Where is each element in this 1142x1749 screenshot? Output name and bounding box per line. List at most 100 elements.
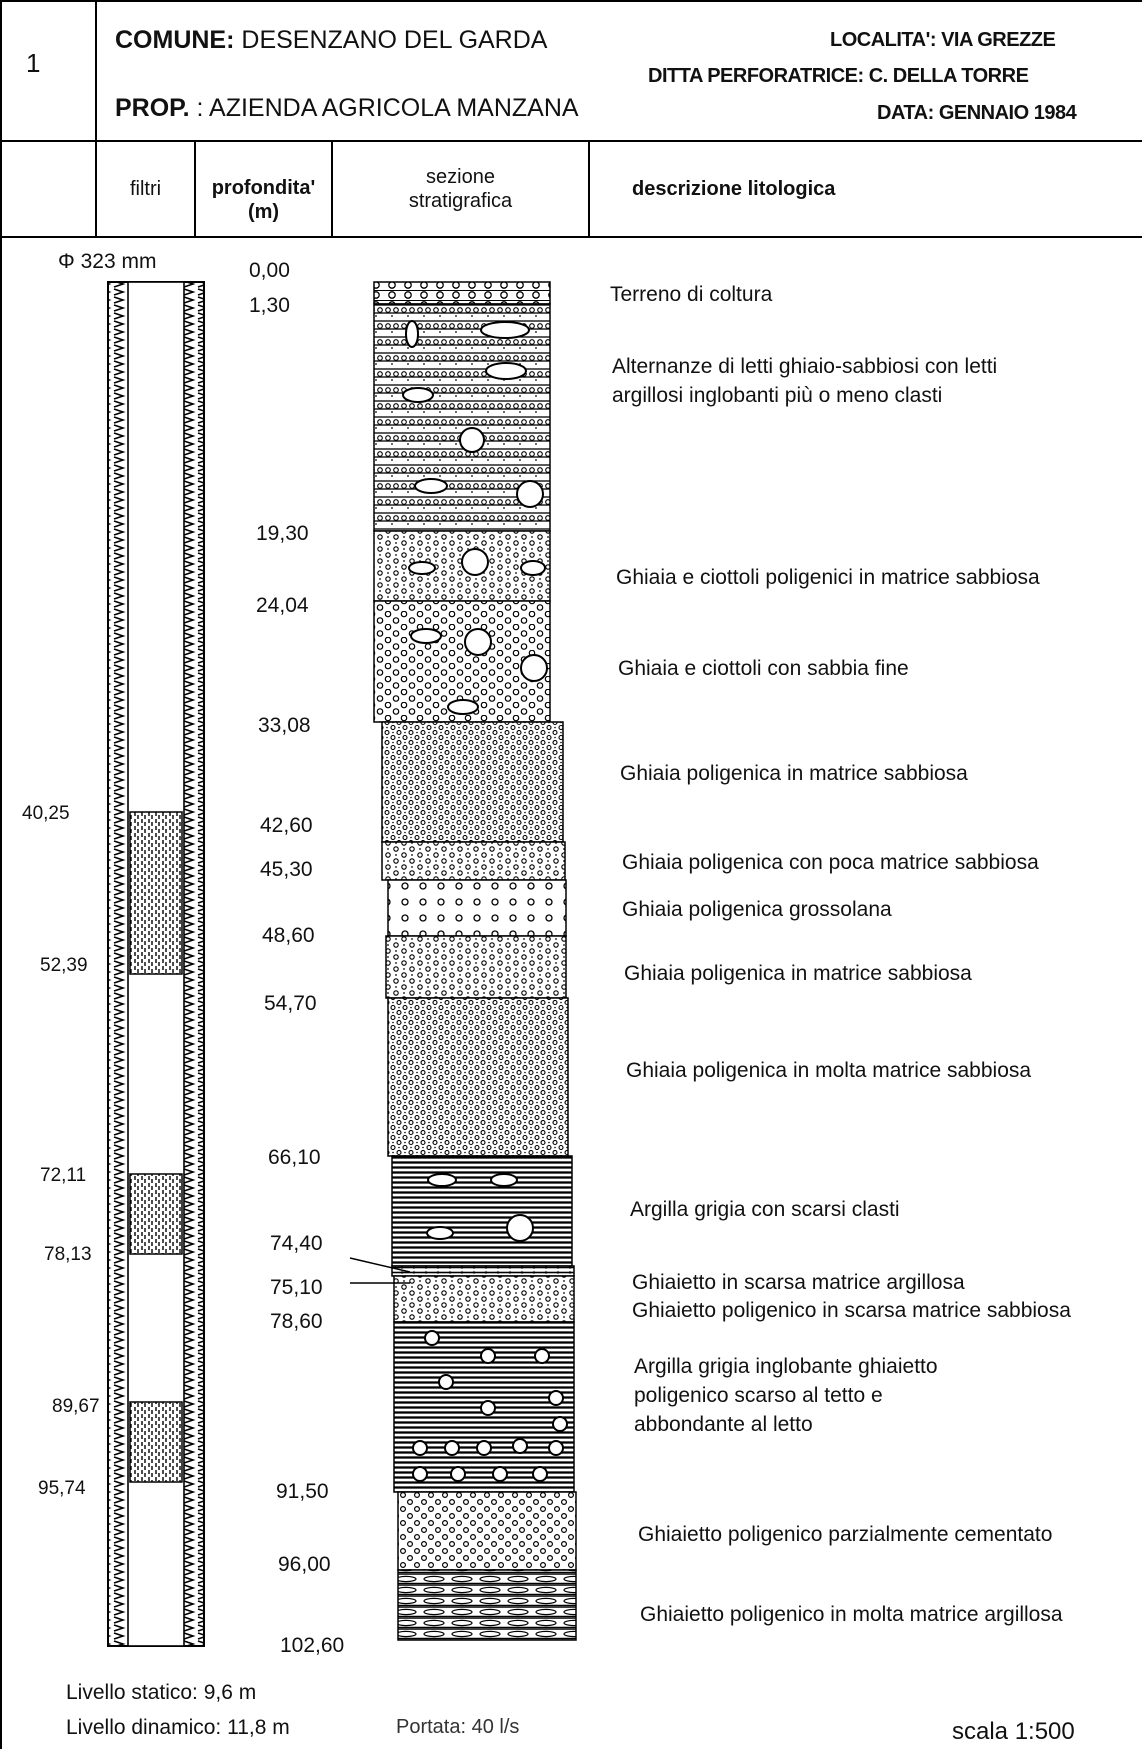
well-casing xyxy=(107,281,205,1647)
comune-line: COMUNE: DESENZANO DEL GARDA xyxy=(115,26,547,55)
layer-description: Ghiaietto poligenico parzialmente cement… xyxy=(638,1523,1053,1546)
clast xyxy=(480,1400,496,1416)
filter-screen xyxy=(129,1173,183,1255)
layer-fine-gravel-clay xyxy=(391,1265,575,1277)
ditta-value: C. DELLA TORRE xyxy=(868,65,1029,87)
leader-line xyxy=(349,1257,411,1273)
filter-mark: 52,39 xyxy=(40,955,88,976)
layer-description: Ghiaia poligenica in molta matrice sabbi… xyxy=(626,1059,1032,1082)
clast xyxy=(414,478,448,494)
layer-description: Ghiaietto poligenico in molta matrice ar… xyxy=(640,1603,1063,1626)
layer-soil xyxy=(373,281,551,305)
clast xyxy=(426,1226,454,1240)
comune-label: COMUNE: xyxy=(115,26,235,54)
filter-mark: 40,25 xyxy=(22,803,70,824)
localita-label: LOCALITA': xyxy=(830,29,937,51)
clast xyxy=(444,1440,460,1456)
depth-label: 48,60 xyxy=(262,924,315,947)
strat-column xyxy=(373,281,577,1641)
clast xyxy=(548,1440,564,1456)
layer-gravel-sandy-matrix-2 xyxy=(385,935,567,999)
data-value: GENNAIO 1984 xyxy=(938,102,1077,124)
col-sezione-line2: stratigrafica xyxy=(408,190,513,212)
col-profondita-line1: profondita' xyxy=(211,177,316,199)
clast xyxy=(534,1348,550,1364)
depth-label: 96,00 xyxy=(278,1553,331,1576)
depth-label: 1,30 xyxy=(249,294,290,317)
diameter-label: Φ 323 mm xyxy=(58,250,157,273)
prop-label: PROP. xyxy=(115,94,190,122)
layer-description-line: abbondante al letto xyxy=(634,1413,813,1436)
data-label: DATA: xyxy=(877,102,934,124)
col-descrizione: descrizione litologica xyxy=(632,178,836,200)
filter-screen xyxy=(129,811,183,975)
localita-value: VIA GREZZE xyxy=(941,29,1056,51)
clast xyxy=(459,427,485,453)
clast xyxy=(464,628,492,656)
clast xyxy=(427,1173,457,1187)
layer-description: Ghiaietto in scarsa matrice argillosa xyxy=(632,1271,965,1294)
scala: scala 1:500 xyxy=(952,1718,1075,1745)
layer-description: Argilla grigia con scarsi clasti xyxy=(630,1198,900,1221)
layer-description: Ghiaia e ciottoli poligenici in matrice … xyxy=(616,566,1040,589)
clast xyxy=(480,1348,496,1364)
clast xyxy=(405,320,419,348)
clast xyxy=(485,362,527,380)
depth-label: 74,40 xyxy=(270,1232,323,1255)
layer-cemented-gravel xyxy=(397,1491,577,1571)
depth-label: 91,50 xyxy=(276,1480,329,1503)
filter-mark: 78,13 xyxy=(44,1244,92,1265)
clast xyxy=(512,1438,528,1454)
layer-coarse-gravel xyxy=(387,879,567,937)
clast xyxy=(532,1466,548,1482)
clast xyxy=(412,1466,428,1482)
clasts xyxy=(402,320,568,1482)
clast xyxy=(410,628,442,644)
layer-description: Argilla grigia inglobante ghiaietto poli… xyxy=(634,1352,938,1439)
clast xyxy=(552,1416,568,1432)
livello-dinamico: Livello dinamico: 11,8 m xyxy=(66,1716,290,1739)
layer-grey-clay xyxy=(391,1155,573,1267)
layer-description-line: poligenico scarso al tetto e xyxy=(634,1384,883,1407)
depth-label: 0,00 xyxy=(249,259,290,282)
depth-label: 42,60 xyxy=(260,814,313,837)
prop-line: PROP. : AZIENDA AGRICOLA MANZANA xyxy=(115,94,579,123)
layer-description: Ghiaia poligenica in matrice sabbiosa xyxy=(624,962,972,985)
clast xyxy=(402,387,434,403)
clast xyxy=(480,321,530,339)
depth-label: 78,60 xyxy=(270,1310,323,1333)
layer-description-line: Alternanze di letti ghiaio-sabbiosi con … xyxy=(612,355,998,378)
clast xyxy=(412,1440,428,1456)
col-sezione: sezione stratigrafica xyxy=(332,165,589,213)
clast xyxy=(490,1173,518,1187)
clast xyxy=(492,1466,508,1482)
layer-gravel-clay-matrix xyxy=(397,1569,577,1641)
clast xyxy=(438,1374,454,1390)
corner-mark: 1 xyxy=(26,48,41,78)
layer-gravel-much-sand xyxy=(387,997,569,1157)
depth-label: 19,30 xyxy=(256,522,309,545)
clast xyxy=(516,480,544,508)
portata: Portata: 40 l/s xyxy=(396,1716,520,1738)
layer-gravel-sandy-matrix xyxy=(381,721,564,843)
clast xyxy=(520,560,546,576)
clast xyxy=(424,1330,440,1346)
localita-line: LOCALITA': VIA GREZZE xyxy=(830,29,1056,52)
clast xyxy=(476,1440,492,1456)
layer-description: Ghiaia poligenica con poca matrice sabbi… xyxy=(622,851,1039,874)
clast xyxy=(461,548,489,576)
filter-screen xyxy=(129,1401,183,1483)
depth-label: 24,04 xyxy=(256,594,309,617)
prop-value: : AZIENDA AGRICOLA MANZANA xyxy=(196,94,579,122)
layer-description-line: Argilla grigia inglobante ghiaietto xyxy=(634,1355,938,1378)
depth-label: 102,60 xyxy=(280,1634,345,1657)
clast xyxy=(408,561,436,575)
col-sezione-line1: sezione xyxy=(426,166,495,188)
layer-description-line: argillosi inglobanti più o meno clasti xyxy=(612,384,943,407)
clast xyxy=(506,1214,534,1242)
layer-description: Alternanze di letti ghiaio-sabbiosi con … xyxy=(612,352,997,410)
depth-label: 75,10 xyxy=(270,1276,323,1299)
depth-label: 33,08 xyxy=(258,714,311,737)
